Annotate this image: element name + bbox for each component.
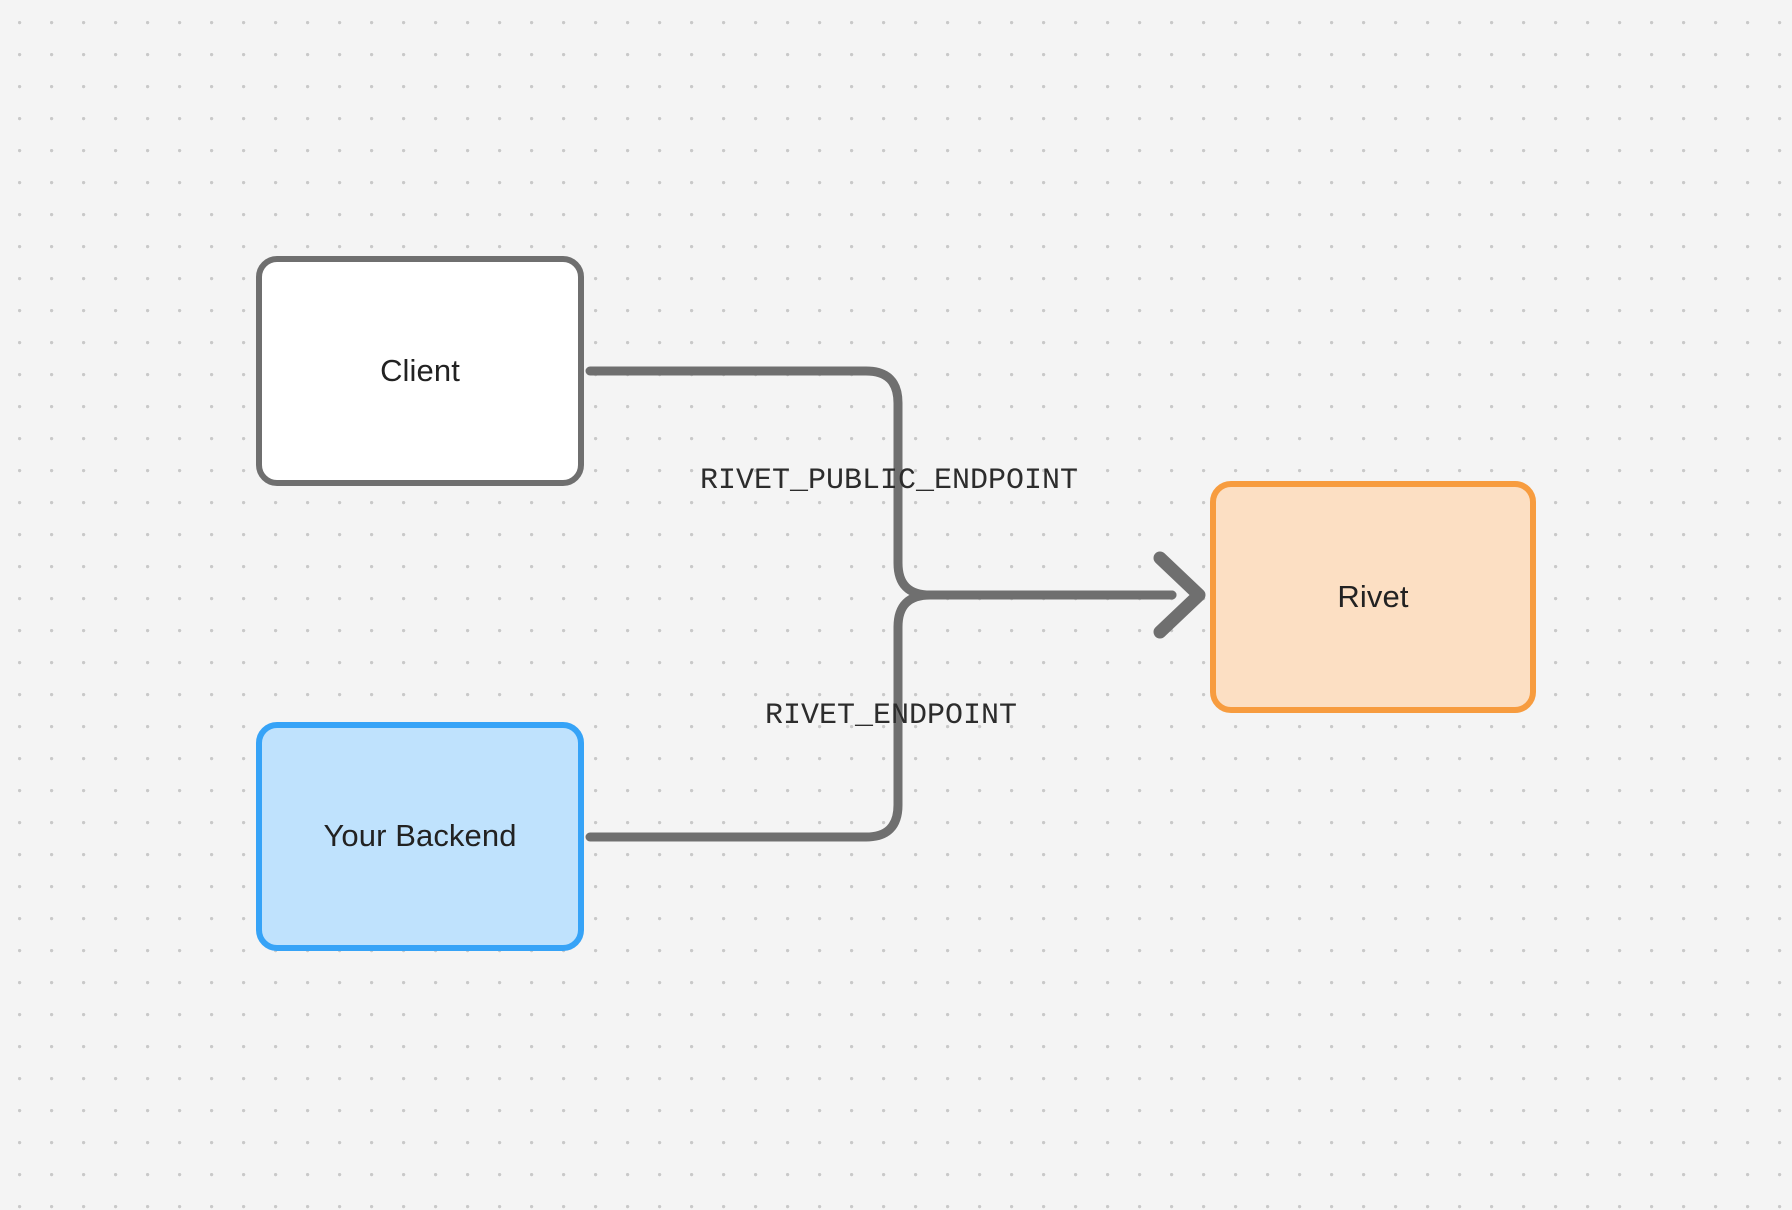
arrowhead-icon (1153, 551, 1206, 639)
node-rivet[interactable]: Rivet (1210, 481, 1536, 713)
node-your-backend[interactable]: Your Backend (256, 722, 584, 951)
node-rivet-label: Rivet (1337, 578, 1409, 614)
node-client-label: Client (380, 352, 460, 388)
node-your-backend-label: Your Backend (323, 818, 517, 854)
edge-label-rivet-endpoint: RIVET_ENDPOINT (765, 699, 1018, 733)
edge-label-rivet-public-endpoint: RIVET_PUBLIC_ENDPOINT (700, 464, 1079, 498)
node-client[interactable]: Client (256, 256, 584, 486)
